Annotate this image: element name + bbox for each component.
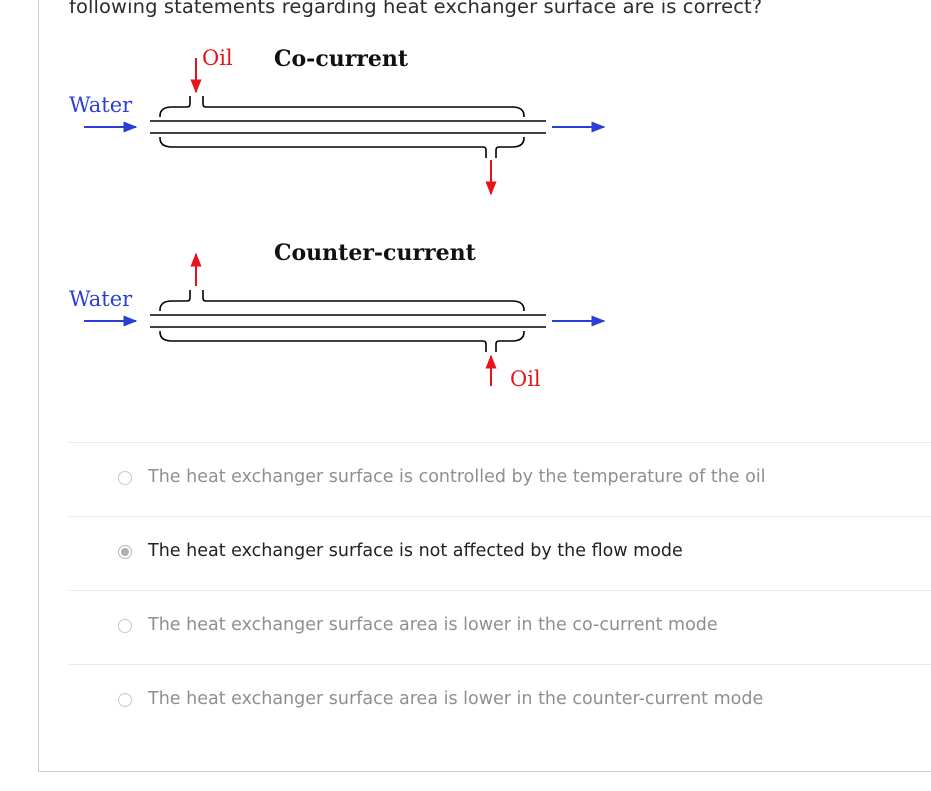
answer-option-label-4[interactable]: The heat exchanger surface area is lower… — [148, 689, 764, 709]
answer-option-label-3[interactable]: The heat exchanger surface area is lower… — [148, 615, 718, 635]
countercurrent-shell-bottom-right — [495, 331, 525, 352]
radio-button-3[interactable] — [118, 619, 132, 633]
answer-option-label-1[interactable]: The heat exchanger surface is controlled… — [148, 467, 766, 487]
cocurrent-title: Co-current — [274, 46, 409, 72]
answer-option-3[interactable]: The heat exchanger surface area is lower… — [69, 590, 931, 664]
cocurrent-shell-bottom-right — [495, 137, 525, 158]
question-text: following statements regarding heat exch… — [69, 0, 763, 18]
cocurrent-shell-top-left — [159, 96, 191, 117]
heat-exchanger-diagram: Co-current Water Oil Counter-current Wat… — [69, 46, 606, 391]
cocurrent-water-label: Water — [69, 93, 133, 117]
question-card — [38, 0, 931, 772]
radio-button-2[interactable] — [118, 545, 132, 559]
answer-options: The heat exchanger surface is controlled… — [69, 442, 931, 738]
countercurrent-exchanger: Counter-current Water Oil — [69, 240, 606, 391]
countercurrent-shell-top-left — [159, 290, 191, 311]
cocurrent-shell-bottom — [159, 137, 487, 158]
countercurrent-oil-label: Oil — [510, 367, 541, 391]
countercurrent-title: Counter-current — [274, 240, 477, 266]
answer-option-2[interactable]: The heat exchanger surface is not affect… — [69, 516, 931, 590]
radio-button-4[interactable] — [118, 693, 132, 707]
cocurrent-exchanger: Co-current Water Oil — [69, 46, 606, 196]
answer-option-1[interactable]: The heat exchanger surface is controlled… — [69, 442, 931, 516]
countercurrent-shell-top — [202, 290, 525, 311]
answer-option-4[interactable]: The heat exchanger surface area is lower… — [69, 664, 931, 738]
countercurrent-shell-bottom — [159, 331, 487, 352]
countercurrent-water-label: Water — [69, 287, 133, 311]
cocurrent-shell-top — [202, 96, 525, 117]
cocurrent-oil-label: Oil — [202, 46, 233, 70]
answer-option-label-2[interactable]: The heat exchanger surface is not affect… — [148, 541, 683, 561]
radio-button-1[interactable] — [118, 471, 132, 485]
